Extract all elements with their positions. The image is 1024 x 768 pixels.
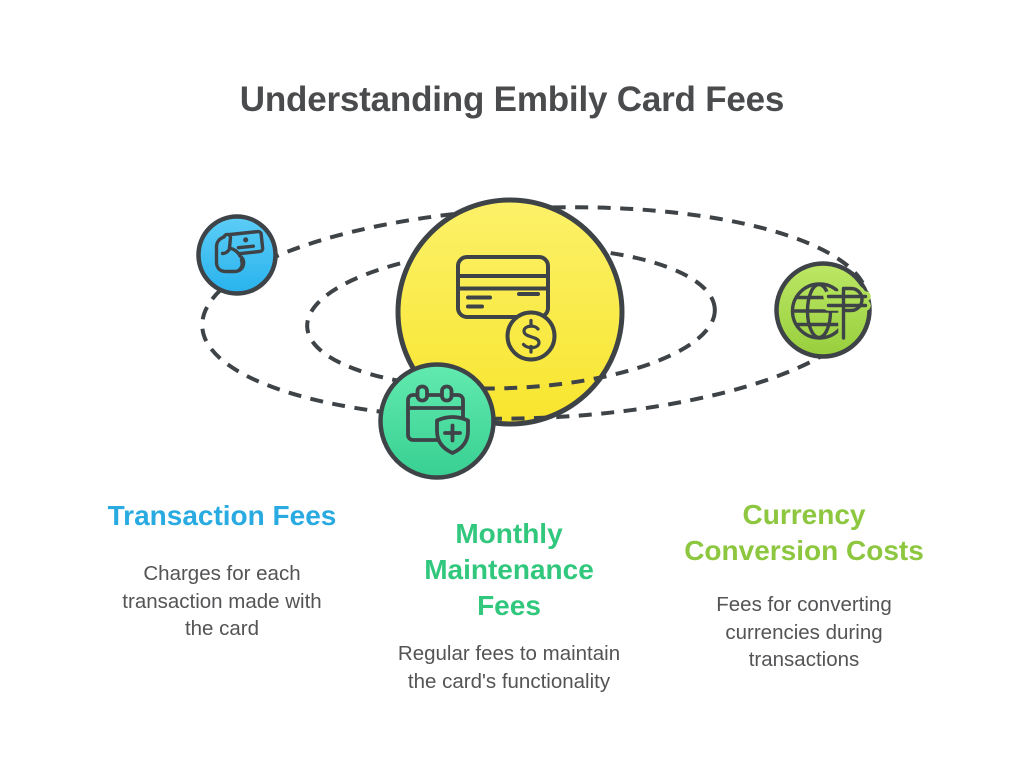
- orbit-front-arcs: [398, 312, 622, 421]
- calendar-shield-icon: [406, 384, 470, 455]
- fees-orbit-diagram: [196, 197, 872, 480]
- section-transaction-fees: Transaction Fees Charges for each transa…: [72, 498, 372, 643]
- section-body: Regular fees to maintain the card's func…: [397, 642, 621, 693]
- section-maintenance-fees: Monthly Maintenance Fees Regular fees to…: [359, 516, 659, 695]
- section-heading: Transaction Fees: [107, 500, 337, 531]
- hand-holding-card-icon: [214, 229, 265, 274]
- globe-peso-icon: [790, 282, 871, 344]
- section-heading: Monthly Maintenance Fees: [424, 518, 594, 621]
- section-currency-costs: Currency Conversion Costs Fees for conve…: [654, 497, 954, 674]
- section-body: Charges for each transaction made with t…: [122, 562, 322, 640]
- section-body: Fees for converting currencies during tr…: [716, 593, 892, 671]
- credit-card-dollar-icon: [456, 255, 557, 362]
- section-heading: Currency Conversion Costs: [684, 499, 924, 566]
- page-title: Understanding Embily Card Fees: [239, 80, 785, 119]
